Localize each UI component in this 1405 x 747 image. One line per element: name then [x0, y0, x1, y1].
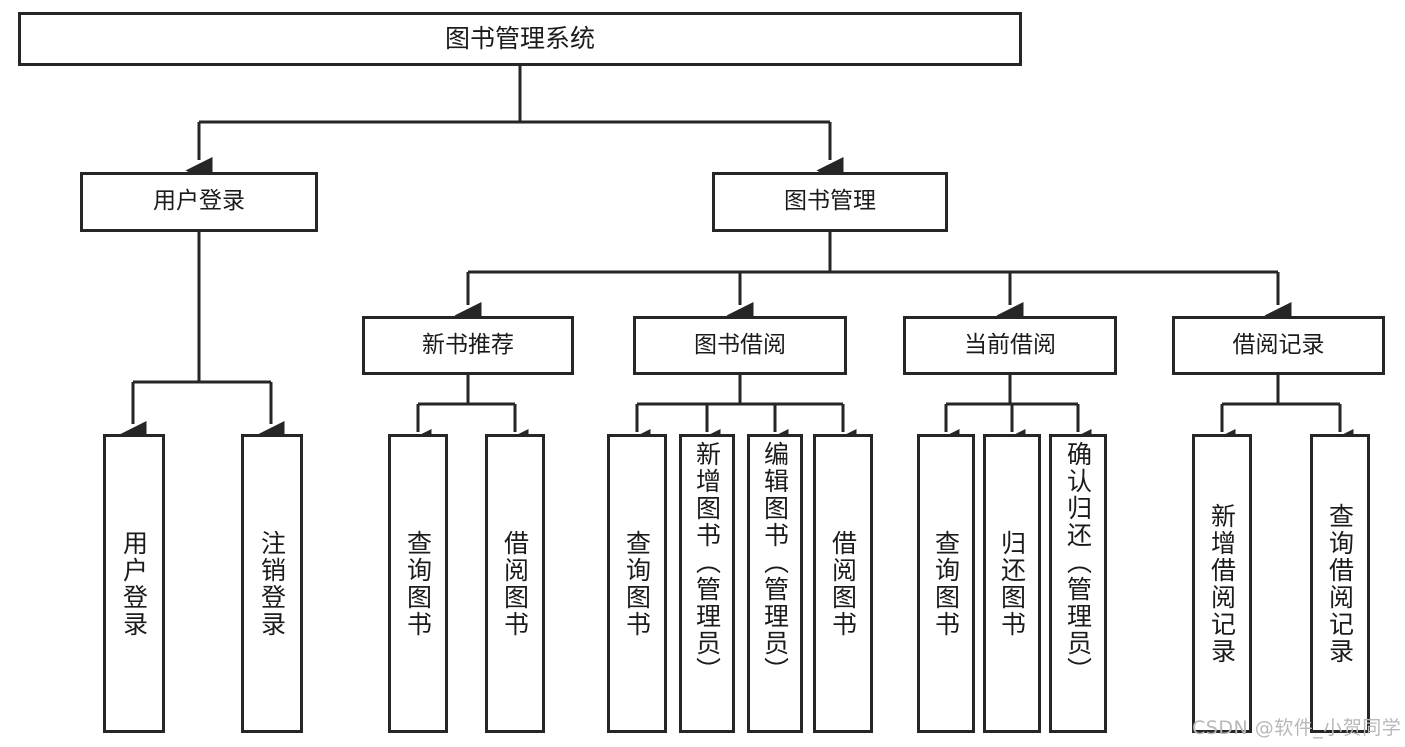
node-label: 编辑图书（管理员） — [760, 441, 790, 684]
node-label: 用户登录 — [153, 188, 245, 215]
leaf-user-login-login[interactable]: 用户登录 — [103, 434, 165, 733]
leaf-borrow-record-add[interactable]: 新增借阅记录 — [1192, 434, 1252, 733]
node-label: 借阅图书 — [828, 529, 858, 638]
node-book-borrow[interactable]: 图书借阅 — [633, 316, 847, 375]
node-borrow-record[interactable]: 借阅记录 — [1172, 316, 1385, 375]
node-label: 新增图书（管理员） — [692, 441, 722, 684]
leaf-user-login-logout[interactable]: 注销登录 — [241, 434, 303, 733]
node-label: 确认归还（管理员） — [1063, 441, 1093, 684]
leaf-book-borrow-borrow[interactable]: 借阅图书 — [813, 434, 873, 733]
node-label: 图书管理系统 — [444, 24, 595, 53]
leaf-borrow-record-query[interactable]: 查询借阅记录 — [1310, 434, 1370, 733]
leaf-book-borrow-query[interactable]: 查询图书 — [607, 434, 667, 733]
leaf-book-borrow-add-admin[interactable]: 新增图书（管理员） — [679, 434, 735, 733]
node-label: 图书借阅 — [694, 331, 786, 358]
node-label: 图书管理 — [784, 188, 876, 215]
leaf-book-borrow-edit-admin[interactable]: 编辑图书（管理员） — [747, 434, 803, 733]
node-new-book-recommend[interactable]: 新书推荐 — [362, 316, 574, 375]
node-label: 查询图书 — [931, 529, 961, 638]
node-label: 注销登录 — [257, 529, 287, 638]
leaf-new-book-borrow[interactable]: 借阅图书 — [485, 434, 545, 733]
node-label: 查询图书 — [403, 529, 433, 638]
node-label: 新书推荐 — [422, 331, 514, 358]
node-label: 查询借阅记录 — [1325, 502, 1355, 665]
node-root-system[interactable]: 图书管理系统 — [18, 12, 1022, 66]
node-label: 用户登录 — [119, 529, 149, 638]
leaf-current-borrow-query[interactable]: 查询图书 — [917, 434, 975, 733]
leaf-current-borrow-confirm-admin[interactable]: 确认归还（管理员） — [1049, 434, 1107, 733]
node-current-borrow[interactable]: 当前借阅 — [903, 316, 1117, 375]
node-user-login[interactable]: 用户登录 — [80, 172, 318, 232]
node-label: 借阅图书 — [500, 529, 530, 638]
leaf-current-borrow-return[interactable]: 归还图书 — [983, 434, 1041, 733]
node-label: 新增借阅记录 — [1207, 502, 1237, 665]
node-label: 当前借阅 — [964, 331, 1056, 358]
node-label: 查询图书 — [622, 529, 652, 638]
node-label: 借阅记录 — [1232, 331, 1325, 358]
node-book-management[interactable]: 图书管理 — [712, 172, 948, 232]
watermark-text: CSDN @软件_小贺同学 — [1192, 717, 1402, 739]
leaf-new-book-query[interactable]: 查询图书 — [388, 434, 448, 733]
node-label: 归还图书 — [997, 529, 1027, 638]
